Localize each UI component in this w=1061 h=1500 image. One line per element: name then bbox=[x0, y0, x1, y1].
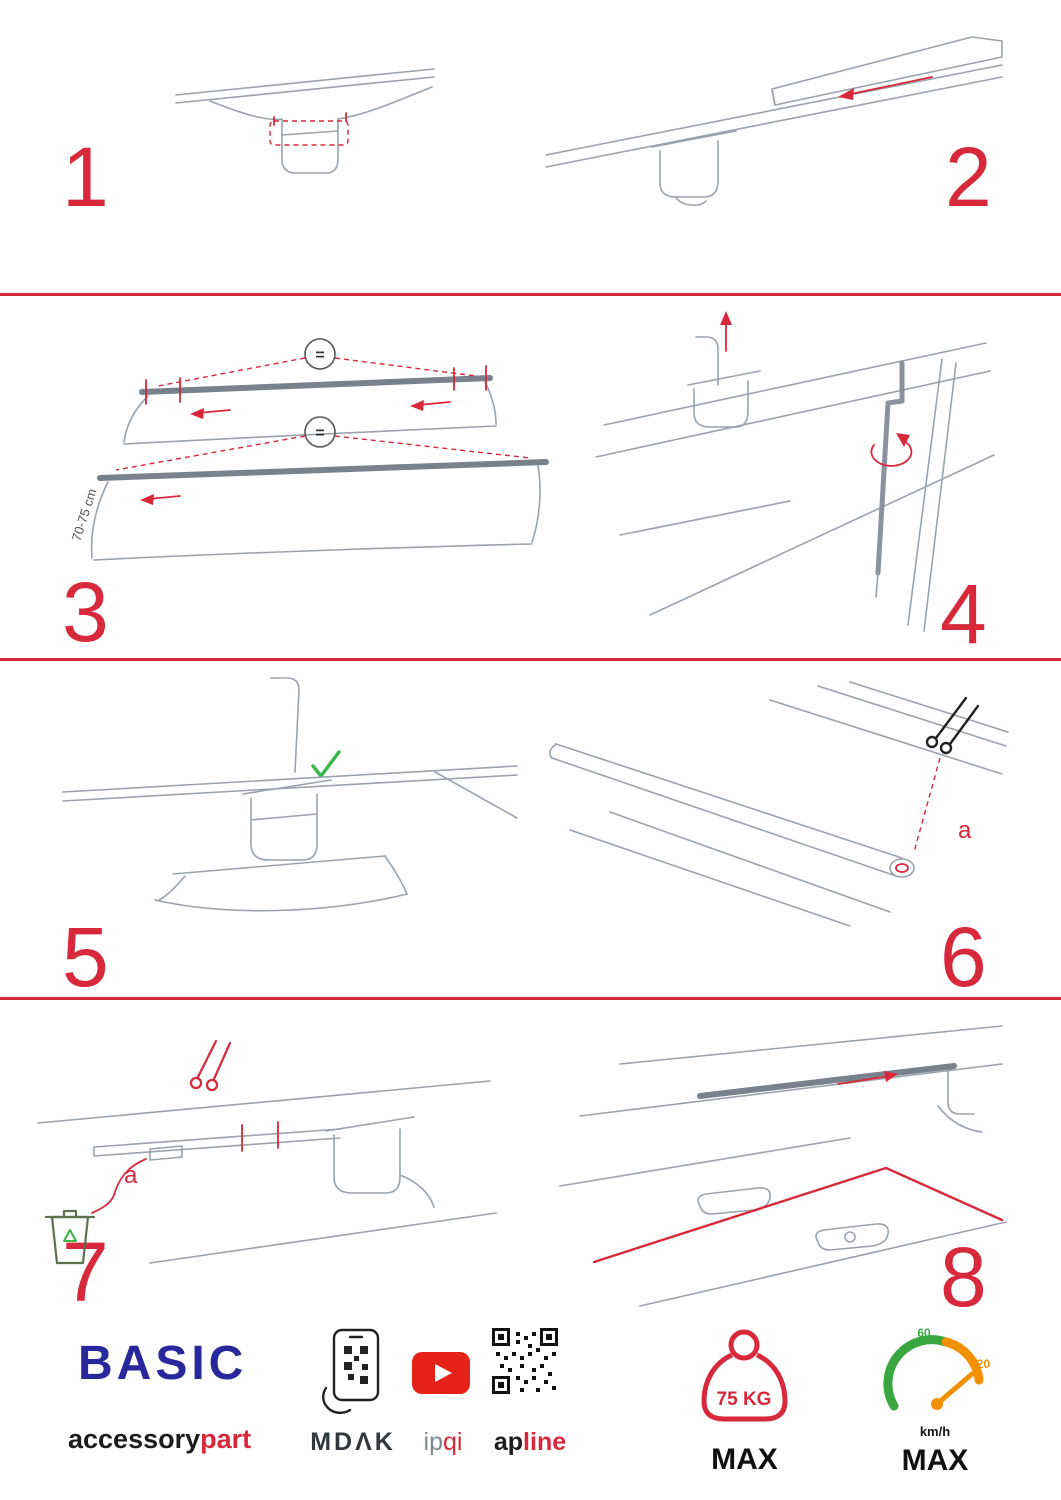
brand-subtitle-red: part bbox=[200, 1424, 252, 1454]
phone-qr-icon bbox=[318, 1328, 390, 1414]
step-8-illustration bbox=[550, 1010, 1010, 1315]
step-1-number: 1 bbox=[62, 130, 109, 224]
scissors-icon bbox=[189, 1039, 232, 1092]
step-7-illustration: a bbox=[30, 1025, 500, 1280]
step-2-illustration bbox=[540, 25, 1010, 215]
partner-apline: apline bbox=[482, 1428, 578, 1457]
speed-low-label: 60 bbox=[917, 1326, 931, 1340]
step-6-illustration: a bbox=[548, 680, 1010, 940]
step-1-illustration bbox=[170, 55, 440, 255]
brand-subtitle-black: accessory bbox=[68, 1424, 201, 1454]
divider-1 bbox=[0, 293, 1061, 296]
step-5-number: 5 bbox=[62, 910, 109, 1004]
check-icon bbox=[311, 750, 341, 778]
brand-logo: BASIC bbox=[78, 1337, 248, 1390]
partner-ipqi-red: qi bbox=[443, 1428, 463, 1456]
partner-apline-black: ap bbox=[493, 1428, 524, 1456]
equal-symbol-top: = bbox=[315, 347, 324, 364]
brand-subtitle: accessorypart bbox=[68, 1424, 251, 1455]
part-a-label: a bbox=[958, 817, 972, 844]
step-5-illustration bbox=[55, 668, 525, 948]
step-2-number: 2 bbox=[945, 130, 992, 224]
weight-value: 75 KG bbox=[717, 1389, 772, 1410]
speed-max-label: MAX bbox=[901, 1444, 969, 1477]
weight-max-label: MAX bbox=[711, 1443, 778, 1476]
step-8-number: 8 bbox=[940, 1230, 987, 1324]
scissors-icon bbox=[925, 696, 980, 755]
divider-3 bbox=[0, 997, 1061, 1000]
step-4-illustration bbox=[590, 305, 1000, 650]
step-3-number: 3 bbox=[62, 565, 109, 659]
trash-bin-icon bbox=[44, 1209, 96, 1265]
speed-unit-label: km/h bbox=[919, 1424, 951, 1439]
step-6-number: 6 bbox=[940, 910, 987, 1004]
youtube-icon bbox=[412, 1352, 470, 1394]
divider-2 bbox=[0, 658, 1061, 661]
step-4-number: 4 bbox=[940, 567, 987, 661]
step-3-illustration: = = 70-75 cm bbox=[30, 310, 560, 580]
partner-mdak: MDΛK bbox=[310, 1428, 396, 1456]
recycle-icon bbox=[63, 1229, 77, 1242]
speedometer-icon: 60 120 bbox=[880, 1326, 990, 1420]
equal-symbol-bottom: = bbox=[315, 425, 324, 442]
partner-ipqi: ipqi bbox=[402, 1428, 484, 1457]
part-a-label: a bbox=[124, 1162, 138, 1189]
weight-max-icon: 75 KG bbox=[692, 1325, 797, 1437]
partner-ipqi-gray: ip bbox=[423, 1428, 443, 1456]
partner-apline-red: line bbox=[523, 1428, 567, 1456]
speed-high-label: 120 bbox=[970, 1357, 990, 1371]
qr-code bbox=[492, 1328, 558, 1394]
